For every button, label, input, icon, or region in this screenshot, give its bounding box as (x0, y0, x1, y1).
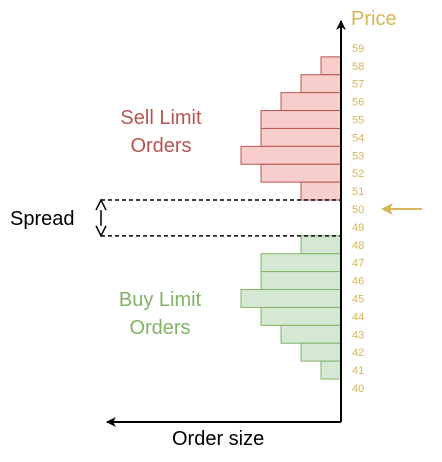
spread-arrowhead-up (95, 198, 107, 211)
price-ticks-group: 59 58 57 56 55 54 53 52 51 50 49 48 47 46 45 44 43 42 41 40 (352, 43, 364, 395)
sell-label-line-2: Orders (130, 135, 192, 157)
price-tick-50: 50 (352, 204, 364, 216)
buy-label-line-2: Orders (129, 317, 191, 339)
buy-bar-43 (280, 324, 342, 344)
sell-bar-53 (240, 145, 342, 165)
price-tick-53: 53 (352, 150, 364, 162)
price-tick-57: 57 (352, 79, 364, 91)
price-tick-59: 59 (352, 43, 364, 55)
buy-label-line-1: Buy Limit (118, 289, 202, 311)
order-size-axis-label: Order size (172, 428, 265, 450)
price-tick-56: 56 (352, 97, 364, 109)
sell-bar-57 (300, 74, 342, 94)
spread-arrowhead-down (95, 225, 107, 238)
price-tick-44: 44 (352, 311, 364, 323)
buy-bar-41 (320, 360, 342, 380)
price-tick-51: 51 (352, 186, 364, 198)
price-tick-40: 40 (352, 383, 364, 395)
spread-label: Spread (10, 208, 75, 230)
buy-bar-45 (240, 289, 342, 308)
buy-bar-44 (260, 306, 342, 326)
buy-bar-48 (300, 235, 342, 255)
sell-orders-label: Sell Limit Orders (106, 104, 216, 160)
price-tick-45: 45 (352, 294, 364, 306)
sell-bar-55 (260, 110, 342, 129)
sell-bar-51 (300, 181, 342, 201)
price-axis-title: Price (351, 8, 397, 30)
price-tick-46: 46 (352, 276, 364, 288)
price-tick-41: 41 (352, 365, 364, 377)
buy-orders-label: Buy Limit Orders (104, 286, 216, 342)
price-tick-52: 52 (352, 168, 364, 180)
buy-bar-46 (260, 271, 342, 291)
bars-group (240, 56, 342, 380)
price-tick-54: 54 (352, 132, 364, 144)
axes-group (106, 20, 346, 427)
sell-bar-52 (260, 163, 342, 183)
sell-label-line-1: Sell Limit (120, 107, 202, 129)
sell-bar-54 (260, 127, 342, 147)
price-tick-58: 58 (352, 61, 364, 73)
price-tick-55: 55 (352, 115, 364, 127)
spread-group (95, 198, 341, 238)
buy-bar-47 (260, 253, 342, 273)
price-tick-47: 47 (352, 258, 364, 270)
price-tick-48: 48 (352, 240, 364, 252)
price-tick-42: 42 (352, 347, 364, 359)
buy-bar-42 (300, 342, 342, 362)
sell-bar-58 (320, 56, 342, 76)
sell-bar-56 (280, 92, 342, 112)
price-tick-49: 49 (352, 222, 364, 234)
price-tick-43: 43 (352, 329, 364, 341)
